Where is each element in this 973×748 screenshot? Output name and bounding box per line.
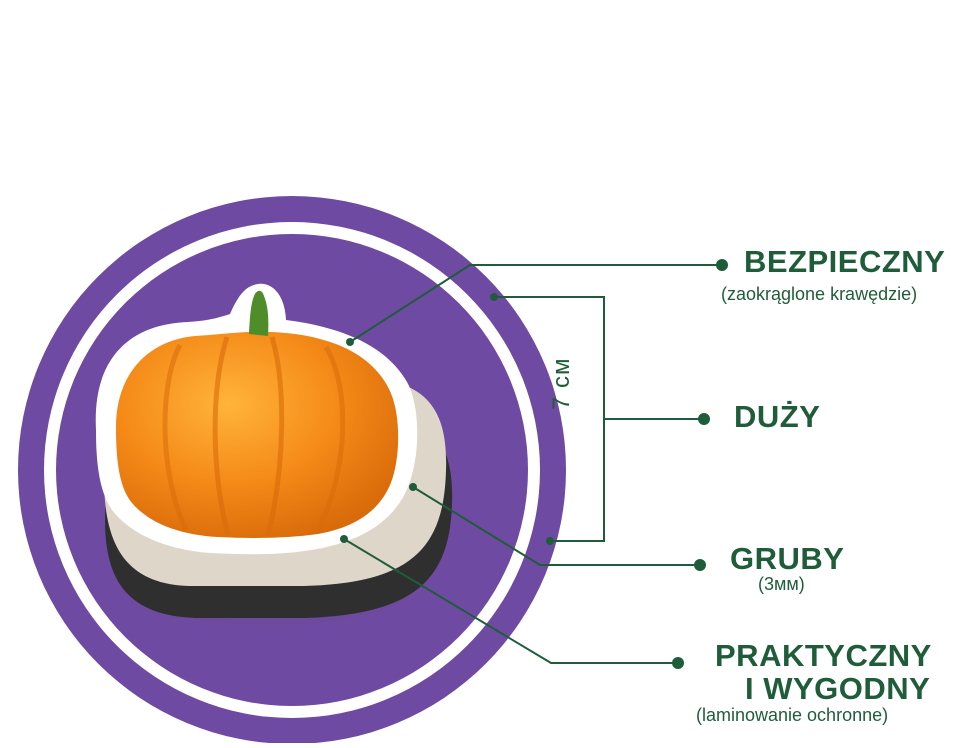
callout-line-safe: [349, 264, 722, 343]
callout-lines: [343, 264, 722, 664]
size-label: 7 см: [548, 357, 575, 410]
dot-large-end: [698, 413, 710, 425]
feature-thick-subtitle: (3мм): [758, 574, 805, 594]
dot-measure-top: [490, 293, 498, 301]
measurement-bracket: [494, 296, 605, 542]
dot-safe-start: [346, 338, 354, 346]
pumpkin-rib-right: [315, 345, 346, 532]
feature-practical-subtitle: (laminowanie ochronne): [696, 705, 889, 725]
feature-practical-title-line1: PRAKTYCZNY: [715, 638, 932, 673]
callout-line-practical: [343, 538, 678, 664]
dot-thick-start: [409, 483, 417, 491]
pumpkin-rib-center-right: [265, 336, 285, 537]
dot-practical-end: [672, 657, 684, 669]
pumpkin-rib-left: [162, 343, 189, 532]
dot-safe-end: [716, 259, 728, 271]
pumpkin-stem: [249, 290, 269, 336]
pumpkin-rib-center-left: [212, 336, 231, 536]
feature-large-title: DUŻY: [734, 399, 821, 434]
feature-thick-title: GRUBY: [730, 541, 845, 576]
pumpkin-body: [116, 331, 399, 538]
dot-thick-end: [694, 559, 706, 571]
callout-dots: [340, 259, 728, 669]
dot-practical-start: [340, 535, 348, 543]
callout-line-thick: [412, 486, 700, 566]
feature-safe-subtitle: (zaokrąglone krawędzie): [721, 284, 918, 304]
dot-measure-bottom: [546, 537, 554, 545]
feature-safe-title: BEZPIECZNY: [744, 244, 946, 279]
feature-practical-title-line2: I WYGODNY: [745, 671, 931, 706]
